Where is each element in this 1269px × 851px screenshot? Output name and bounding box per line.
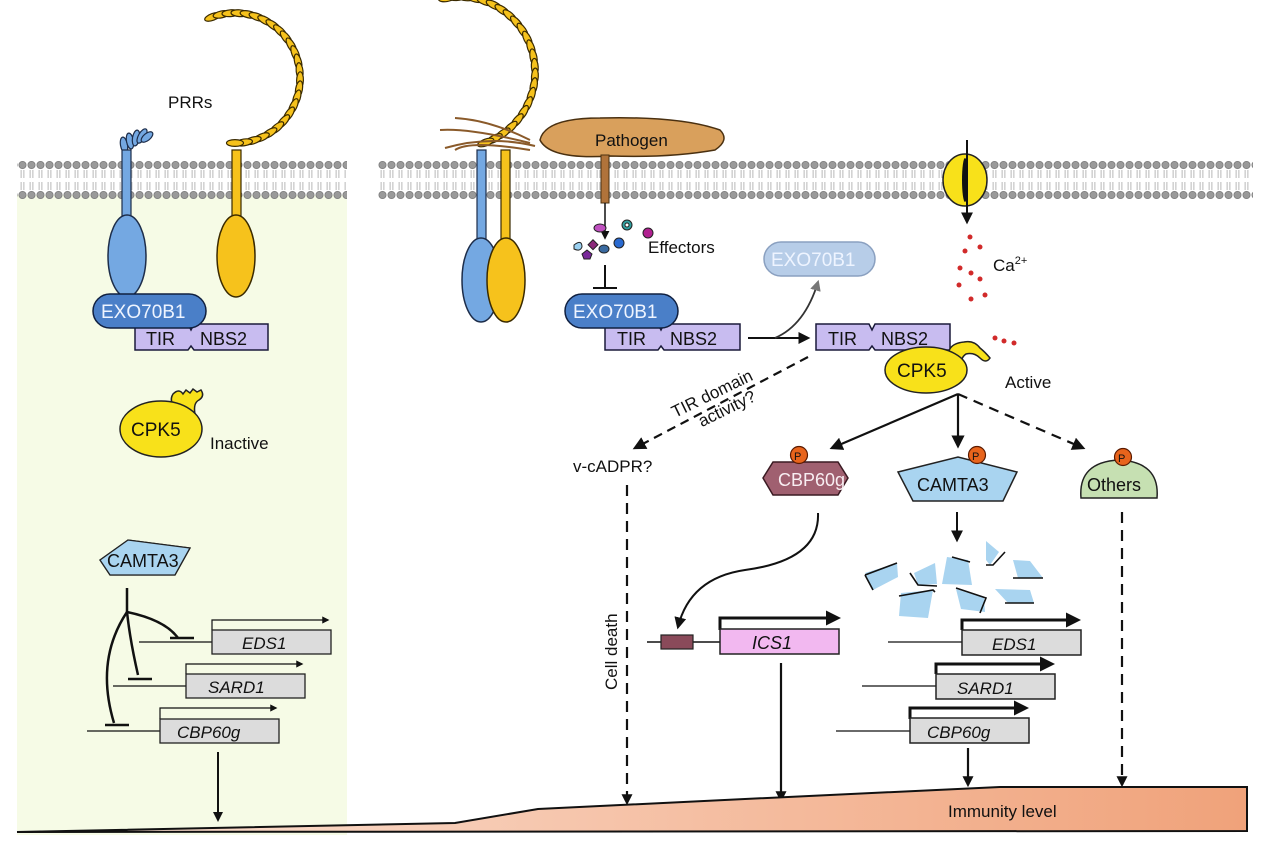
gene-label: SARD1 [208,678,265,697]
cell-death-label: Cell death [602,613,621,690]
phospho-label: P [1118,453,1125,465]
gene-eds1-activated: EDS1 [888,612,1082,656]
lrr-repeat [225,139,245,148]
exo70b1-released: EXO70B1 [763,241,876,277]
camta3-fragment-edges [864,551,1043,614]
exo70b1-released-label: EXO70B1 [771,250,856,271]
exo70b1-label: EXO70B1 [101,302,186,323]
calcium-ions [956,234,988,302]
cpk5-label: CPK5 [131,420,181,441]
phospho-label: P [972,451,979,463]
calcium-label: Ca2+ [993,255,1027,275]
effector-inhibition [593,265,617,289]
cbp60g-binding-arrow [674,512,820,630]
cpk5-label: CPK5 [897,361,947,382]
camta3-resting: CAMTA3 [99,539,192,576]
vcadpr-label: v-cADPR? [573,457,652,476]
camta3-label: CAMTA3 [917,475,989,495]
pathogen-label: Pathogen [595,131,668,150]
tir-nbs2-free: TIR NBS2 [815,323,951,351]
tir-activity-label: TIR domain activity? [668,364,768,440]
effectors-label: Effectors [648,238,715,257]
nbs2-label: NBS2 [200,329,247,349]
camta3-protein: P CAMTA3 [896,445,1019,502]
exo70b1-resting: EXO70B1 [92,293,207,329]
others-label: Others [1087,475,1141,495]
camta3-label: CAMTA3 [107,551,179,571]
cpk5-targets-arrows [829,392,1086,450]
plasma-membrane-right [378,160,1253,200]
phospho-label: P [794,451,801,463]
plasma-membrane-left [17,160,347,200]
effector-molecules [573,219,654,260]
resting-genes: EDS1 SARD1 CBP60g [87,616,332,822]
lrr-repeat [447,0,466,2]
others-protein: P Others [1080,447,1158,499]
calcium-channel [942,140,988,225]
tir-label: TIR [828,329,857,349]
lrr-repeat [457,0,476,2]
nbs2-label: NBS2 [670,329,717,349]
tir-activity-arrow [632,356,809,450]
exo70b1-label: EXO70B1 [573,302,658,323]
gene-label: EDS1 [992,635,1036,654]
gene-label: EDS1 [242,634,286,653]
tir-nbs2-resting: TIR NBS2 [134,323,269,351]
prr-yellow-resting [204,9,305,298]
gene-cbp60g-activated: CBP60g [836,700,1030,744]
gene-label: SARD1 [957,679,1014,698]
gene-label: ICS1 [752,633,792,653]
cbp60g-label: CBP60g [778,470,845,490]
cpk5-inactive: CPK5 Inactive [119,387,269,458]
tir-label: TIR [146,329,175,349]
cpk5-active: CPK5 Active [884,335,1051,394]
nbs2-label: NBS2 [881,329,928,349]
gene-cbp60g-resting: CBP60g [87,704,280,744]
lrr-coil-blue [119,128,154,154]
camta3-fragments [865,541,1043,618]
gene-sard1-resting: SARD1 [113,660,306,699]
tir-nbs2-bound: TIR NBS2 [604,323,741,351]
lrr-coil-yellow-activated [438,0,539,148]
gene-ics1: ICS1 [647,610,841,803]
prrs-label: PRRs [168,93,212,112]
gene-label: CBP60g [927,723,991,742]
activated-genes: EDS1 SARD1 CBP60g [836,612,1082,788]
pathogen: Pathogen [539,117,725,204]
cpk5-state: Active [1005,373,1051,392]
immunity-label: Immunity level [948,802,1057,821]
gene-eds1-resting: EDS1 [139,616,332,655]
cpk5-state: Inactive [210,434,269,453]
gene-sard1-activated: SARD1 [862,656,1056,700]
camta3-repression-lines [105,588,194,727]
prr-blue-resting [107,128,154,298]
lrr-repeat [438,0,456,3]
lrr-coil-yellow [204,9,305,148]
flagellum-fibers [439,117,536,151]
immunity-level-bar: Immunity level [16,786,1248,833]
exo70b1-release-arrow [774,279,821,339]
exo70b1-bound: EXO70B1 [564,293,679,329]
tir-label: TIR [617,329,646,349]
cbp60g-protein: P CBP60g [762,445,849,496]
prr-pair-activated [438,0,539,323]
gene-label: CBP60g [177,723,241,742]
